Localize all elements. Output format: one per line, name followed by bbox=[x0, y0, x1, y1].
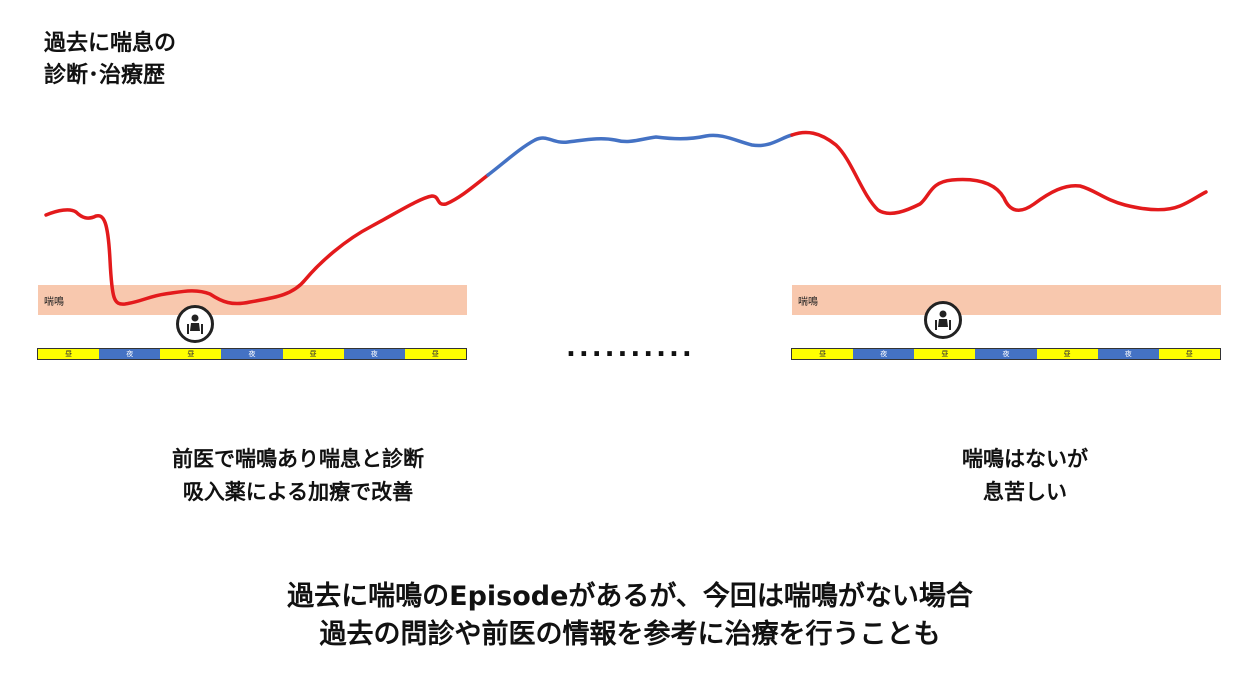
patient-icon bbox=[176, 305, 214, 343]
wheeze-band-label-right: 喘鳴 bbox=[798, 297, 818, 308]
timeline-night-segment: 夜 bbox=[975, 349, 1037, 359]
summary-text: 過去に喘鳴のEpisodeがあるが、今回は喘鳴がない場合 過去の問診や前医の情報… bbox=[0, 578, 1260, 654]
symptom-curve-gap-blue bbox=[486, 133, 794, 177]
patient-icon bbox=[924, 301, 962, 339]
caption-left-line-1: 前医で喘鳴あり喘息と診断 bbox=[172, 447, 424, 471]
symptom-curve-right-red bbox=[790, 130, 1208, 216]
timeline-day-segment: 昼 bbox=[792, 349, 854, 359]
day-night-timeline-left: 昼 夜 昼 夜 昼 夜 昼 bbox=[37, 348, 467, 360]
wheeze-band-right: 喘鳴 bbox=[792, 285, 1221, 315]
timeline-day-segment: 昼 bbox=[38, 349, 100, 359]
caption-right: 喘鳴はないが 息苦しい bbox=[920, 443, 1130, 509]
caption-left: 前医で喘鳴あり喘息と診断 吸入薬による加療で改善 bbox=[130, 443, 466, 509]
timeline-night-segment: 夜 bbox=[1097, 349, 1159, 359]
caption-right-line-1: 喘鳴はないが bbox=[962, 447, 1088, 471]
title-line-2: 診断･治療歴 bbox=[44, 63, 166, 88]
timeline-day-segment: 昼 bbox=[914, 349, 976, 359]
timeline-day-segment: 昼 bbox=[404, 349, 466, 359]
timeline-day-segment: 昼 bbox=[160, 349, 222, 359]
caption-right-line-2: 息苦しい bbox=[983, 480, 1067, 504]
timeline-night-segment: 夜 bbox=[343, 349, 405, 359]
timeline-night-segment: 夜 bbox=[99, 349, 161, 359]
time-gap-ellipsis: .......... bbox=[566, 333, 695, 363]
caption-left-line-2: 吸入薬による加療で改善 bbox=[182, 480, 414, 504]
summary-line-1: 過去に喘鳴のEpisodeがあるが、今回は喘鳴がない場合 bbox=[287, 581, 973, 612]
timeline-day-segment: 昼 bbox=[1036, 349, 1098, 359]
summary-line-2: 過去の問診や前医の情報を参考に治療を行うことも bbox=[319, 619, 941, 650]
title-line-1: 過去に喘息の bbox=[44, 31, 177, 56]
day-night-timeline-right: 昼 夜 昼 夜 昼 夜 昼 bbox=[791, 348, 1221, 360]
timeline-night-segment: 夜 bbox=[853, 349, 915, 359]
timeline-day-segment: 昼 bbox=[1158, 349, 1220, 359]
diagram-title: 過去に喘息の 診断･治療歴 bbox=[44, 28, 176, 92]
timeline-day-segment: 昼 bbox=[282, 349, 344, 359]
symptom-curve-left-red bbox=[44, 173, 490, 306]
timeline-night-segment: 夜 bbox=[221, 349, 283, 359]
wheeze-band-label-left: 喘鳴 bbox=[44, 297, 64, 308]
